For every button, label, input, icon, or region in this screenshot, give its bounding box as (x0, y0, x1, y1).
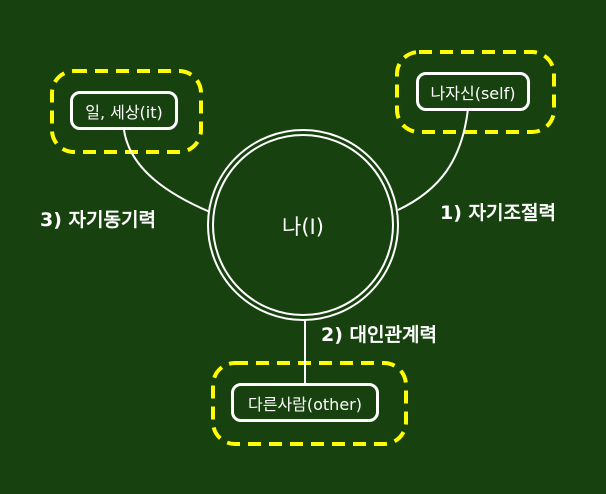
world-node: 일, 세상(it) (70, 91, 178, 130)
other-node: 다른사람(other) (231, 383, 379, 422)
world-highlight-frame (50, 69, 203, 154)
self-node: 나자신(self) (416, 72, 530, 111)
center-circle-inner (212, 134, 394, 316)
center-node-label: 나(I) (282, 215, 324, 239)
center-circle-outer (207, 129, 399, 321)
self-control-label: 1) 자기조절력 (440, 202, 556, 224)
motivation-label: 3) 자기동기력 (40, 209, 156, 231)
connector-self-to-me (397, 108, 469, 211)
interpersonal-label: 2) 대인관계력 (321, 324, 437, 346)
other-highlight-frame (211, 361, 408, 446)
self-highlight-frame (395, 50, 556, 134)
connector-world-to-me (123, 129, 211, 213)
